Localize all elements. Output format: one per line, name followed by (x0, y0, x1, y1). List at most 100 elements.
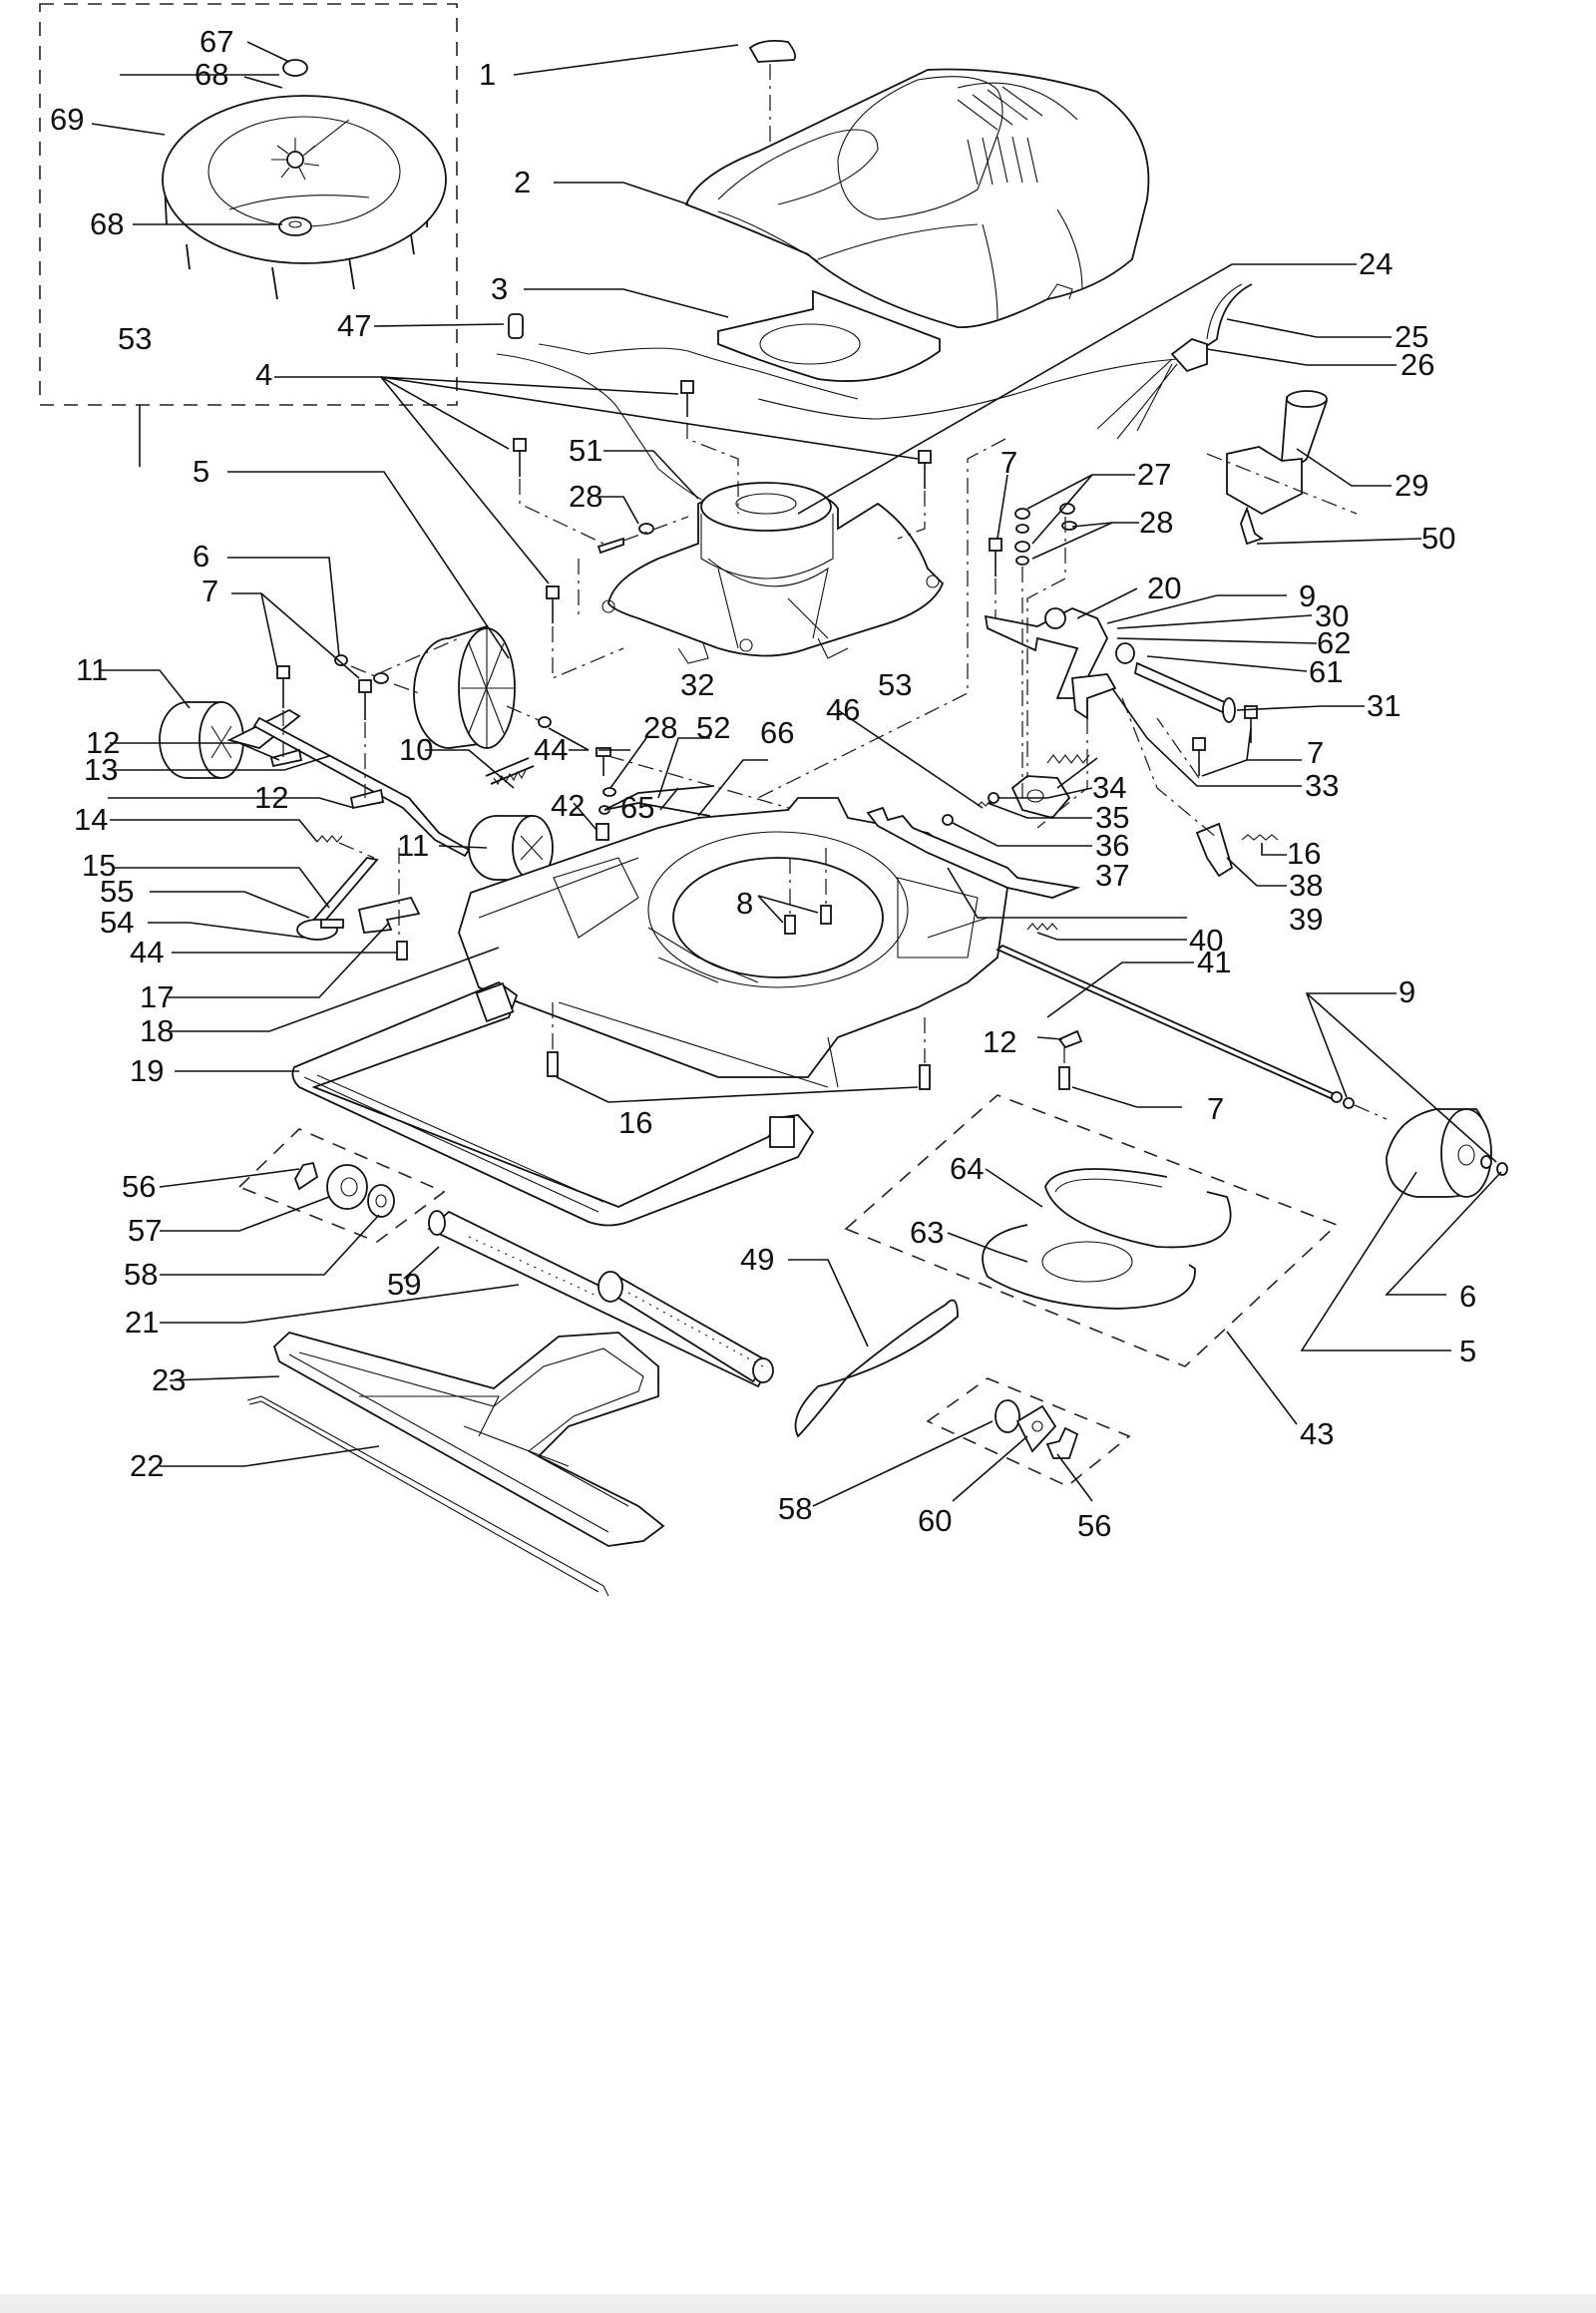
callout-56-left: 56 (122, 1169, 156, 1204)
callout-27: 27 (1137, 457, 1171, 492)
callout-28-motor: 28 (569, 479, 602, 514)
callout-12-upper: 12 (86, 725, 120, 760)
bumper-shape (291, 980, 815, 1227)
motor-shape (700, 482, 832, 532)
wire-connector-shape (508, 313, 524, 339)
callout-5-right: 5 (1459, 1334, 1476, 1368)
rear-wheel-right-shape (1354, 1104, 1508, 1198)
callout-18: 18 (140, 1013, 174, 1048)
callout-57: 57 (128, 1213, 162, 1248)
fan-nut-shape (282, 59, 308, 77)
callout-8: 8 (736, 886, 753, 921)
callout-24: 24 (1359, 246, 1393, 281)
callout-28-bracket: 28 (1139, 505, 1173, 540)
callout-7-pedal: 7 (1307, 735, 1324, 770)
callout-9-bracket: 9 (1299, 578, 1316, 613)
drive-belt-shape (794, 1299, 959, 1438)
top-cover-shape (684, 68, 1150, 328)
callout-4: 4 (255, 357, 272, 392)
callout-21: 21 (125, 1305, 159, 1340)
callout-65: 65 (620, 790, 654, 825)
callout-62: 62 (1317, 625, 1351, 660)
callout-64: 64 (950, 1151, 984, 1186)
callout-30: 30 (1315, 598, 1349, 633)
callout-23: 23 (152, 1362, 186, 1397)
wire-guard-shape (246, 1395, 609, 1597)
callout-32: 32 (680, 667, 714, 702)
callout-7-axle: 7 (201, 574, 218, 608)
callout-66: 66 (760, 715, 794, 750)
callout-3: 3 (491, 271, 508, 306)
callout-58-left: 58 (124, 1257, 158, 1292)
callout-20: 20 (1147, 571, 1181, 605)
right-bearing-shapes (926, 1377, 1131, 1487)
callout-34: 34 (1092, 770, 1126, 805)
callout-63: 63 (910, 1215, 944, 1250)
callout-16-pedal: 16 (1287, 836, 1321, 871)
callout-6-left: 6 (193, 539, 209, 574)
callout-47: 47 (337, 308, 371, 343)
motor-base-shape (607, 488, 945, 657)
handle-mech-group (757, 390, 1358, 931)
callout-69: 69 (50, 102, 84, 137)
callout-53-fan: 53 (118, 321, 152, 356)
callout-44-lever: 44 (130, 935, 164, 969)
motor-group (601, 482, 945, 664)
callout-33: 33 (1305, 768, 1339, 803)
callout-35: 35 (1095, 800, 1129, 835)
rear-axle-shape (996, 944, 1339, 1101)
callout-58-right: 58 (778, 1491, 812, 1526)
callout-38: 38 (1289, 868, 1323, 903)
leader-lines (91, 41, 1502, 1507)
callout-59: 59 (387, 1267, 421, 1302)
motor-screws-shapes (513, 380, 932, 679)
callout-52: 52 (696, 710, 730, 745)
callout-56-right: 56 (1077, 1508, 1111, 1543)
motor-gasket-plate-shape (717, 289, 941, 382)
callout-68-bottom: 68 (90, 206, 124, 241)
callout-37: 37 (1095, 858, 1129, 893)
callout-50: 50 (1421, 521, 1455, 556)
callout-49: 49 (740, 1242, 774, 1277)
callout-28-ground: 28 (643, 710, 677, 745)
callout-2: 2 (514, 165, 531, 199)
cover-knob-shape (748, 39, 797, 63)
callout-40: 40 (1189, 923, 1223, 958)
callout-13: 13 (84, 752, 118, 787)
height-lever-group (296, 835, 421, 961)
brush-roll-group (237, 1128, 774, 1388)
callout-44-ground: 44 (534, 732, 568, 767)
callout-36: 36 (1095, 828, 1129, 863)
callout-29: 29 (1395, 468, 1428, 503)
callout-12-rear: 12 (983, 1024, 1016, 1059)
callout-68-top: 68 (195, 57, 228, 92)
callout-12-lower: 12 (254, 780, 288, 815)
callout-7-bracket: 7 (1000, 445, 1017, 480)
callout-17: 17 (140, 979, 174, 1014)
filter-kit-shapes (844, 1094, 1339, 1367)
callout-6-right: 6 (1459, 1279, 1476, 1314)
callout-60: 60 (918, 1503, 952, 1538)
callout-54: 54 (100, 905, 134, 940)
callout-16-bumper: 16 (618, 1105, 652, 1140)
callout-19: 19 (130, 1053, 164, 1088)
callout-1: 1 (479, 57, 496, 92)
front-axle-group (159, 624, 554, 881)
ground-group (596, 747, 859, 841)
callout-11-left: 11 (76, 652, 108, 687)
callout-5-left: 5 (193, 454, 209, 489)
callout-51: 51 (569, 433, 602, 468)
callout-61: 61 (1309, 654, 1343, 689)
callout-9-axle: 9 (1398, 974, 1415, 1009)
callout-31: 31 (1367, 688, 1400, 723)
callout-14: 14 (74, 802, 108, 837)
callout-67: 67 (200, 24, 233, 59)
cord-strain-relief-shape (1170, 337, 1208, 373)
bottom-edge-strip (0, 2294, 1596, 2313)
fan-washer-bottom-shape (278, 216, 312, 236)
callout-55: 55 (100, 874, 134, 909)
callout-43: 43 (1300, 1416, 1334, 1451)
callout-22: 22 (130, 1448, 164, 1483)
callout-10: 10 (399, 732, 433, 767)
